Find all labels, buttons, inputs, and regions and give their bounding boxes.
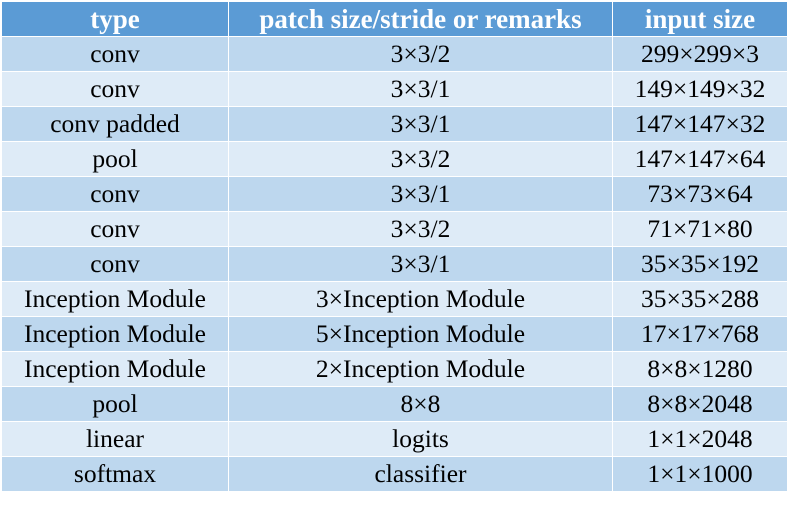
header-type: type (1, 1, 229, 37)
table-row: Inception Module 5×Inception Module 17×1… (1, 316, 788, 352)
cell-patch-size: 3×3/1 (228, 246, 613, 282)
cell-input-size: 8×8×2048 (612, 386, 788, 422)
cell-input-size: 149×149×32 (612, 71, 788, 107)
cell-patch-size: 2×Inception Module (228, 351, 613, 387)
cell-input-size: 71×71×80 (612, 211, 788, 247)
architecture-table-container: type patch size/stride or remarks input … (1, 1, 788, 492)
table-row: conv 3×3/2 71×71×80 (1, 211, 788, 247)
table-row: linear logits 1×1×2048 (1, 421, 788, 457)
cell-patch-size: 3×Inception Module (228, 281, 613, 317)
cell-input-size: 35×35×288 (612, 281, 788, 317)
cell-patch-size: classifier (228, 456, 613, 492)
table-row: conv padded 3×3/1 147×147×32 (1, 106, 788, 142)
cell-type: conv (1, 36, 229, 72)
cell-type: conv (1, 246, 229, 282)
table-row: conv 3×3/1 149×149×32 (1, 71, 788, 107)
cell-input-size: 8×8×1280 (612, 351, 788, 387)
table-header: type patch size/stride or remarks input … (1, 1, 788, 37)
architecture-table: type patch size/stride or remarks input … (1, 1, 788, 492)
table-row: conv 3×3/1 35×35×192 (1, 246, 788, 282)
cell-type: conv (1, 176, 229, 212)
table-row: pool 8×8 8×8×2048 (1, 386, 788, 422)
cell-patch-size: 3×3/2 (228, 211, 613, 247)
cell-patch-size: 5×Inception Module (228, 316, 613, 352)
table-row: Inception Module 3×Inception Module 35×3… (1, 281, 788, 317)
cell-type: linear (1, 421, 229, 457)
cell-type: pool (1, 386, 229, 422)
cell-input-size: 147×147×32 (612, 106, 788, 142)
cell-input-size: 73×73×64 (612, 176, 788, 212)
table-row: conv 3×3/1 73×73×64 (1, 176, 788, 212)
cell-type: Inception Module (1, 281, 229, 317)
cell-type: Inception Module (1, 316, 229, 352)
cell-patch-size: 3×3/2 (228, 141, 613, 177)
table-row: pool 3×3/2 147×147×64 (1, 141, 788, 177)
cell-type: pool (1, 141, 229, 177)
cell-input-size: 35×35×192 (612, 246, 788, 282)
cell-type: conv (1, 211, 229, 247)
header-input-size: input size (612, 1, 788, 37)
cell-patch-size: 3×3/2 (228, 36, 613, 72)
cell-patch-size: logits (228, 421, 613, 457)
table-row: conv 3×3/2 299×299×3 (1, 36, 788, 72)
cell-input-size: 1×1×1000 (612, 456, 788, 492)
table-row: Inception Module 2×Inception Module 8×8×… (1, 351, 788, 387)
cell-type: softmax (1, 456, 229, 492)
cell-patch-size: 3×3/1 (228, 71, 613, 107)
table-body: conv 3×3/2 299×299×3 conv 3×3/1 149×149×… (1, 36, 788, 492)
cell-input-size: 147×147×64 (612, 141, 788, 177)
header-patch-size: patch size/stride or remarks (228, 1, 613, 37)
table-row: softmax classifier 1×1×1000 (1, 456, 788, 492)
cell-patch-size: 3×3/1 (228, 106, 613, 142)
cell-type: conv (1, 71, 229, 107)
cell-input-size: 1×1×2048 (612, 421, 788, 457)
cell-patch-size: 3×3/1 (228, 176, 613, 212)
cell-patch-size: 8×8 (228, 386, 613, 422)
header-row: type patch size/stride or remarks input … (1, 1, 788, 37)
cell-input-size: 299×299×3 (612, 36, 788, 72)
cell-input-size: 17×17×768 (612, 316, 788, 352)
cell-type: Inception Module (1, 351, 229, 387)
cell-type: conv padded (1, 106, 229, 142)
